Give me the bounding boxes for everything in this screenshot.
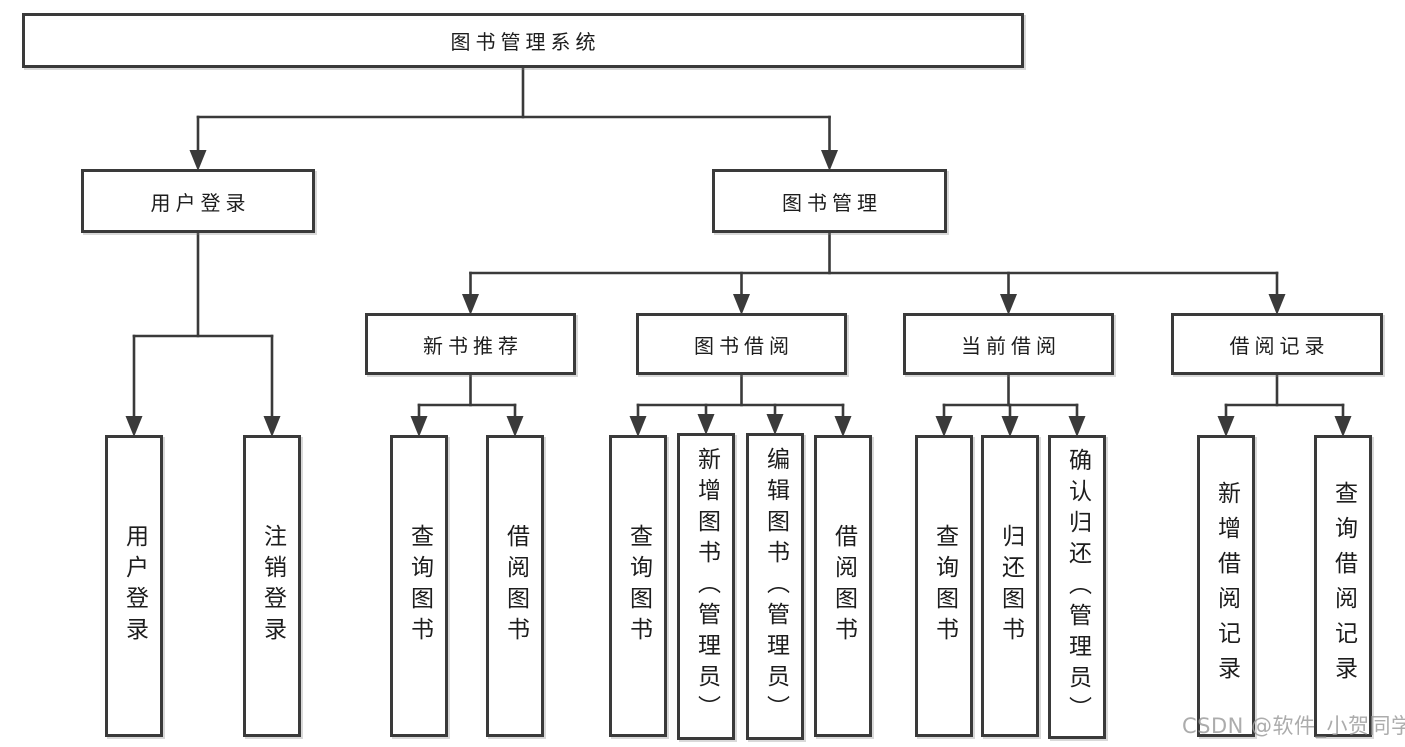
node-label: 新增图书（管理员） — [693, 447, 720, 726]
node-leaf-query-book-1: 查询图书 — [390, 435, 448, 737]
node-label: 用户登录 — [150, 190, 251, 215]
node-leaf-query-record: 查询借阅记录 — [1314, 435, 1372, 737]
arrowhead-leaf-confirm-return — [1068, 416, 1086, 437]
node-book-borrow: 图书借阅 — [636, 313, 847, 375]
node-user-login: 用户登录 — [81, 169, 315, 233]
node-label: 编辑图书（管理员） — [762, 447, 789, 726]
node-label: 当前借阅 — [961, 333, 1061, 358]
arrowhead-leaf-add-book — [697, 414, 715, 435]
node-label: 查询图书 — [625, 524, 652, 648]
arrowhead-borrow-records — [1268, 294, 1286, 315]
arrowhead-new-book-rec — [462, 294, 479, 315]
node-label: 查询图书 — [931, 524, 958, 648]
node-leaf-borrow-book-2: 借阅图书 — [814, 435, 872, 737]
arrowhead-leaf-query-book-3 — [935, 416, 953, 437]
arrowhead-leaf-borrow-book-2 — [834, 416, 852, 437]
node-current-borrow: 当前借阅 — [903, 313, 1114, 375]
node-leaf-query-book-2: 查询图书 — [609, 435, 667, 737]
node-label: 归还图书 — [997, 524, 1024, 648]
node-label: 新增借阅记录 — [1213, 481, 1240, 691]
node-label: 查询借阅记录 — [1330, 481, 1357, 691]
node-leaf-borrow-book-1: 借阅图书 — [486, 435, 544, 737]
arrowhead-leaf-borrow-book-1 — [506, 416, 524, 437]
arrowhead-user-login — [189, 150, 207, 171]
node-leaf-edit-book: 编辑图书（管理员） — [746, 433, 804, 740]
node-label: 确认归还（管理员） — [1064, 447, 1091, 727]
arrowhead-book-mgmt — [821, 150, 838, 171]
arrowhead-leaf-query-book-1 — [410, 416, 428, 437]
node-label: 新书推荐 — [423, 333, 523, 358]
arrowhead-leaf-return-book — [1001, 416, 1019, 437]
node-label: 注销登录 — [259, 524, 286, 648]
arrowhead-current-borrow — [1000, 294, 1017, 315]
node-root: 图书管理系统 — [22, 13, 1024, 68]
node-new-book-rec: 新书推荐 — [365, 313, 576, 375]
node-label: 图书管理系统 — [450, 30, 601, 54]
node-label: 借阅图书 — [502, 524, 529, 648]
arrowhead-leaf-query-record — [1334, 416, 1352, 437]
node-borrow-records: 借阅记录 — [1171, 313, 1383, 375]
node-label: 借阅图书 — [830, 524, 857, 648]
node-label: 用户登录 — [121, 524, 148, 648]
node-label: 图书借阅 — [694, 333, 794, 358]
node-label: 查询图书 — [406, 524, 433, 648]
node-leaf-logout: 注销登录 — [243, 435, 301, 737]
arrowhead-leaf-add-record — [1217, 416, 1235, 437]
arrowhead-leaf-logout — [263, 416, 281, 437]
node-leaf-return-book: 归还图书 — [981, 435, 1039, 737]
node-label: 图书管理 — [782, 190, 882, 215]
node-leaf-add-record: 新增借阅记录 — [1197, 435, 1255, 737]
node-label: 借阅记录 — [1229, 333, 1330, 358]
node-leaf-query-book-3: 查询图书 — [915, 435, 973, 737]
node-leaf-user-login: 用户登录 — [105, 435, 163, 737]
arrowhead-book-borrow — [733, 294, 750, 315]
arrowhead-leaf-query-book-2 — [629, 416, 647, 437]
node-book-mgmt: 图书管理 — [712, 169, 947, 233]
arrowhead-leaf-edit-book — [766, 414, 784, 435]
node-leaf-confirm-return: 确认归还（管理员） — [1048, 435, 1106, 739]
arrowhead-leaf-user-login — [125, 416, 143, 437]
node-leaf-add-book: 新增图书（管理员） — [677, 433, 735, 740]
